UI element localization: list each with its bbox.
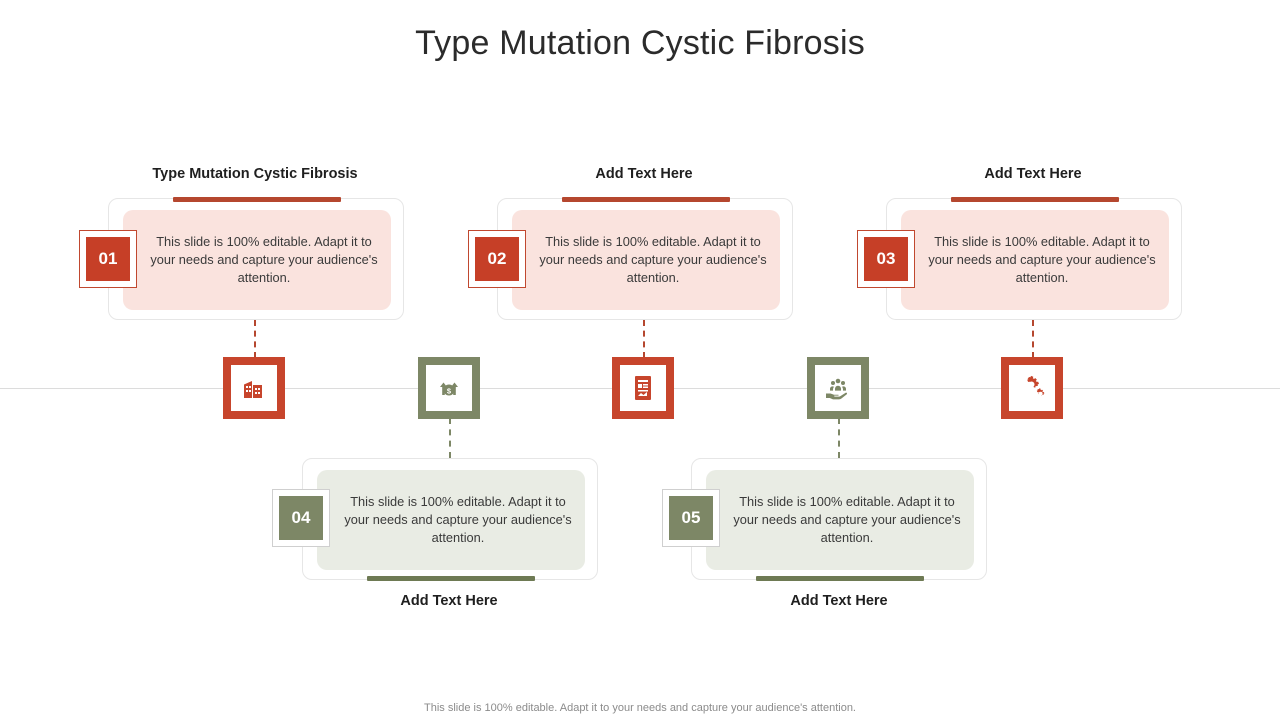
svg-text:$: $ bbox=[447, 386, 452, 395]
number-badge-item-01[interactable]: 01 bbox=[80, 231, 136, 287]
connector-item-03 bbox=[1032, 320, 1034, 358]
number-badge-item-04[interactable]: 04 bbox=[273, 490, 329, 546]
card-inner-item-03: This slide is 100% editable. Adapt it to… bbox=[901, 210, 1169, 310]
accent-bar-item-03 bbox=[951, 197, 1119, 202]
card-body-item-04: This slide is 100% editable. Adapt it to… bbox=[344, 494, 572, 545]
card-body-item-05: This slide is 100% editable. Adapt it to… bbox=[733, 494, 961, 545]
card-item-04[interactable]: This slide is 100% editable. Adapt it to… bbox=[302, 458, 598, 581]
number-badge-value-item-04: 04 bbox=[279, 496, 323, 540]
number-badge-value-item-01: 01 bbox=[86, 237, 130, 281]
card-inner-item-04: This slide is 100% editable. Adapt it to… bbox=[317, 470, 585, 570]
card-body-item-01: This slide is 100% editable. Adapt it to… bbox=[150, 234, 378, 285]
card-item-03[interactable]: This slide is 100% editable. Adapt it to… bbox=[886, 197, 1182, 320]
accent-bar-item-01 bbox=[173, 197, 341, 202]
card-item-05[interactable]: This slide is 100% editable. Adapt it to… bbox=[691, 458, 987, 581]
number-badge-item-02[interactable]: 02 bbox=[469, 231, 525, 287]
heading-item-05: Add Text Here bbox=[790, 593, 888, 609]
connector-item-05 bbox=[838, 418, 840, 458]
icon-tile-item-01[interactable] bbox=[223, 357, 285, 419]
card-item-01[interactable]: This slide is 100% editable. Adapt it to… bbox=[108, 197, 404, 320]
card-inner-item-01: This slide is 100% editable. Adapt it to… bbox=[123, 210, 391, 310]
connector-item-04 bbox=[449, 418, 451, 458]
heading-item-03: Add Text Here bbox=[984, 166, 1082, 182]
accent-bar-item-05 bbox=[756, 576, 924, 581]
hand-people-icon bbox=[826, 378, 848, 400]
connector-item-02 bbox=[643, 320, 645, 358]
document-report-icon bbox=[635, 376, 651, 400]
heading-item-02: Add Text Here bbox=[595, 166, 693, 182]
number-badge-item-05[interactable]: 05 bbox=[663, 490, 719, 546]
connector-item-01 bbox=[254, 320, 256, 358]
accent-bar-item-04 bbox=[367, 576, 535, 581]
number-badge-value-item-05: 05 bbox=[669, 496, 713, 540]
page-title: Type Mutation Cystic Fibrosis bbox=[415, 24, 865, 62]
icon-tile-item-02[interactable] bbox=[612, 357, 674, 419]
card-inner-item-05: This slide is 100% editable. Adapt it to… bbox=[706, 470, 974, 570]
icon-tile-item-05[interactable] bbox=[807, 357, 869, 419]
heading-item-01: Type Mutation Cystic Fibrosis bbox=[152, 166, 358, 182]
accent-bar-item-02 bbox=[562, 197, 730, 202]
number-badge-value-item-02: 02 bbox=[475, 237, 519, 281]
card-body-item-03: This slide is 100% editable. Adapt it to… bbox=[928, 234, 1156, 285]
gears-icon bbox=[1027, 375, 1045, 396]
icon-tile-item-04[interactable]: $ bbox=[418, 357, 480, 419]
footer-note: This slide is 100% editable. Adapt it to… bbox=[424, 702, 856, 714]
card-body-item-02: This slide is 100% editable. Adapt it to… bbox=[539, 234, 767, 285]
icon-tile-item-03[interactable] bbox=[1001, 357, 1063, 419]
building-icon bbox=[244, 381, 262, 398]
number-badge-value-item-03: 03 bbox=[864, 237, 908, 281]
heading-item-04: Add Text Here bbox=[400, 593, 498, 609]
money-growth-icon: $ bbox=[440, 382, 458, 396]
card-item-02[interactable]: This slide is 100% editable. Adapt it to… bbox=[497, 197, 793, 320]
number-badge-item-03[interactable]: 03 bbox=[858, 231, 914, 287]
card-inner-item-02: This slide is 100% editable. Adapt it to… bbox=[512, 210, 780, 310]
